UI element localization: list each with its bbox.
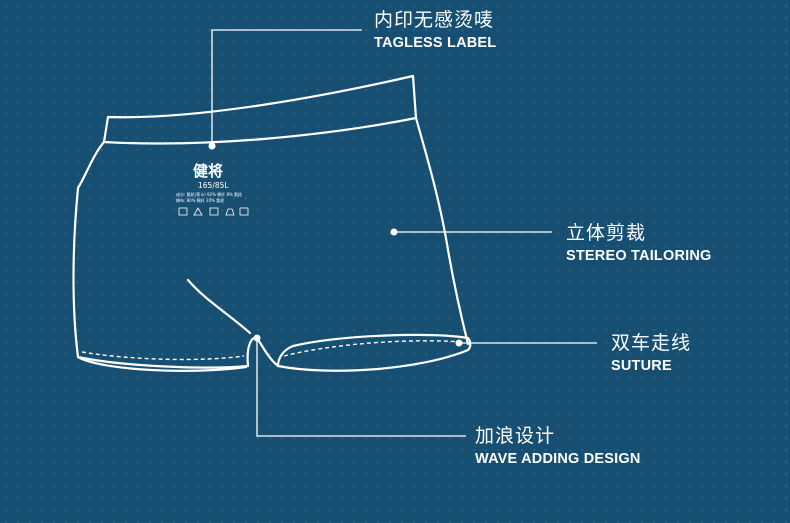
callout-tagless-en: TAGLESS LABEL xyxy=(374,35,497,51)
stitching xyxy=(81,340,463,361)
callout-suture-cn: 双车走线 xyxy=(611,332,692,354)
wave-dot xyxy=(253,334,261,342)
garment-outline xyxy=(72,74,472,372)
left-hem-stitch xyxy=(81,351,245,361)
callout-tagless-label: 内印无感烫唛 TAGLESS LABEL xyxy=(374,9,496,52)
right-leg-opening xyxy=(276,333,472,372)
inner-seam-curve xyxy=(186,278,252,335)
callout-stereo-en: STEREO TAILORING xyxy=(566,248,712,264)
tagless-dot xyxy=(208,142,216,150)
wash-icon xyxy=(178,207,188,216)
body-outline xyxy=(72,116,470,359)
callout-suture-en: SUTURE xyxy=(611,358,672,374)
bleach-icon xyxy=(193,207,203,216)
waistband xyxy=(102,74,418,145)
care-icons xyxy=(178,207,249,216)
iron-icon xyxy=(225,208,235,216)
stereo-dot xyxy=(390,228,398,236)
callout-tagless-cn: 内印无感烫唛 xyxy=(374,9,495,31)
tag-composition-1: 成分: 氨纶(莱卡) 92% 棉纤 8% 氨纶 xyxy=(176,191,242,197)
anchor-dots xyxy=(208,142,463,347)
tagless-leader xyxy=(211,29,362,145)
left-leg-bottom xyxy=(76,355,248,372)
suture-dot xyxy=(455,339,463,347)
dry-icon xyxy=(209,207,219,216)
callout-stereo-cn: 立体剪裁 xyxy=(566,222,647,244)
callout-suture: 双车走线 SUTURE xyxy=(611,332,691,375)
tag-size: 165/85L xyxy=(198,181,229,190)
printed-tag: 健将 165/85L 成分: 氨纶(莱卡) 92% 棉纤 8% 氨纶 棉布: 8… xyxy=(176,162,249,216)
callout-wave-cn: 加浪设计 xyxy=(475,425,556,447)
wave-leader xyxy=(256,338,466,437)
crotch xyxy=(255,336,280,368)
tag-composition-2: 棉布: 80% 棉纤 20% 氨纶 xyxy=(176,197,224,203)
right-hem-stitch xyxy=(283,340,463,357)
leader-lines xyxy=(211,29,597,437)
tag-brand: 健将 xyxy=(193,162,223,180)
callout-wave-en: WAVE ADDING DESIGN xyxy=(475,451,641,467)
left-leg-opening xyxy=(76,336,259,369)
callout-stereo-tailoring: 立体剪裁 STEREO TAILORING xyxy=(566,222,712,265)
callout-wave-design: 加浪设计 WAVE ADDING DESIGN xyxy=(475,425,641,468)
dryclean-icon xyxy=(239,207,249,216)
